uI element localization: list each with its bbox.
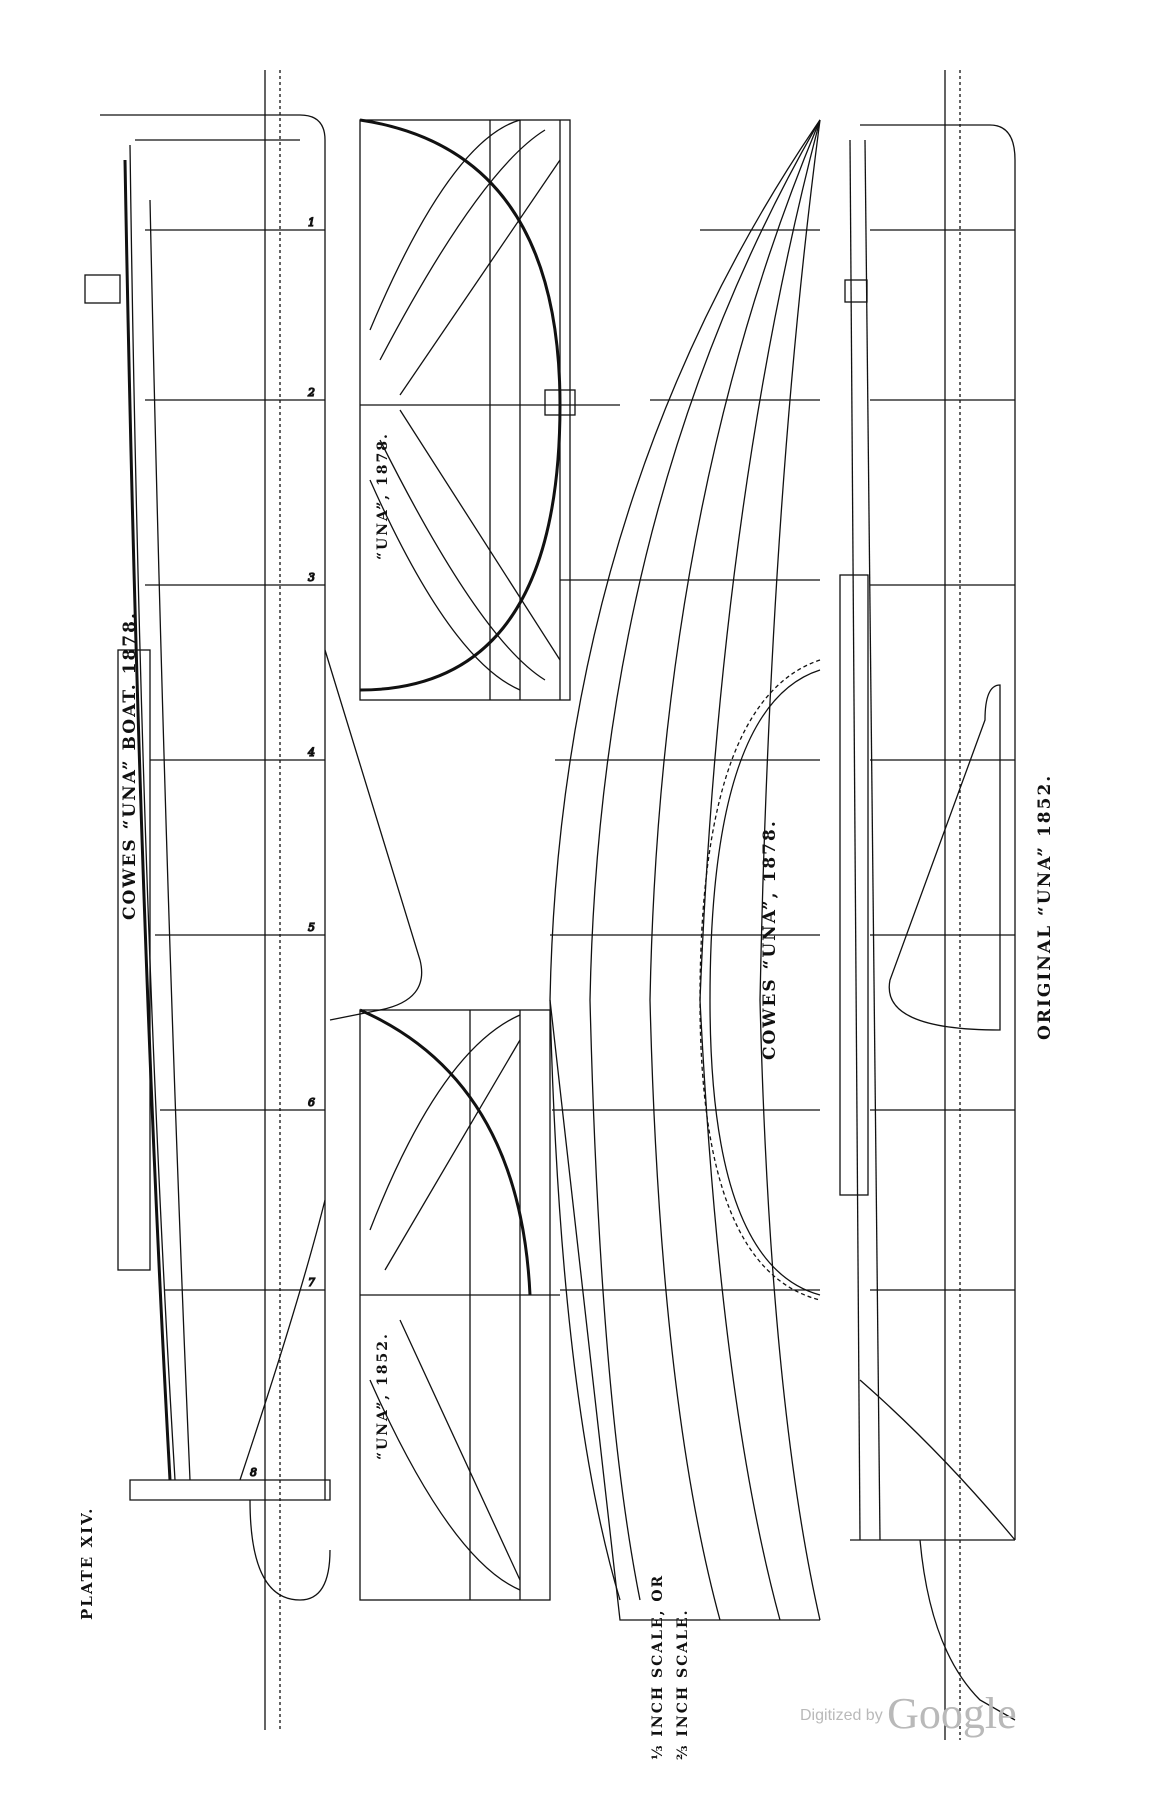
half-breadth-1878-title: COWES “UNA”, 1878. [760, 819, 780, 1060]
body-plan-1852 [359, 1008, 560, 1601]
station-7-label: 7 [308, 1276, 315, 1289]
station-3-label: 3 [308, 571, 315, 584]
digitized-watermark: Digitized by Google [800, 1688, 1017, 1739]
google-logo: Google [887, 1689, 1017, 1738]
scale-line-1: ⅓ INCH SCALE, OR [650, 1573, 666, 1760]
cowes-profile [84, 70, 423, 1730]
cowes-boat-title: COWES “UNA” BOAT. 1878. [120, 611, 140, 920]
station-4-label: 4 [307, 746, 315, 759]
station-5-label: 5 [308, 921, 315, 934]
original-profile [839, 70, 1016, 1740]
scale-line-2: ⅔ INCH SCALE. [675, 1608, 691, 1760]
half-breadth-1878 [549, 119, 821, 1621]
watermark-prefix: Digitized by [800, 1707, 883, 1724]
station-8-label: 8 [250, 1466, 257, 1479]
body-plan-1878 [359, 118, 620, 701]
body-plan-1878-title: “UNA”, 1878. [375, 432, 391, 560]
plate-label: PLATE XIV. [78, 1506, 96, 1620]
original-1852-title: ORIGINAL “UNA” 1852. [1035, 773, 1055, 1040]
station-6-label: 6 [308, 1096, 315, 1109]
body-plan-1852-title: “UNA”, 1852. [375, 1332, 391, 1460]
station-2-label: 2 [307, 386, 315, 399]
station-1-label: 1 [308, 216, 315, 229]
